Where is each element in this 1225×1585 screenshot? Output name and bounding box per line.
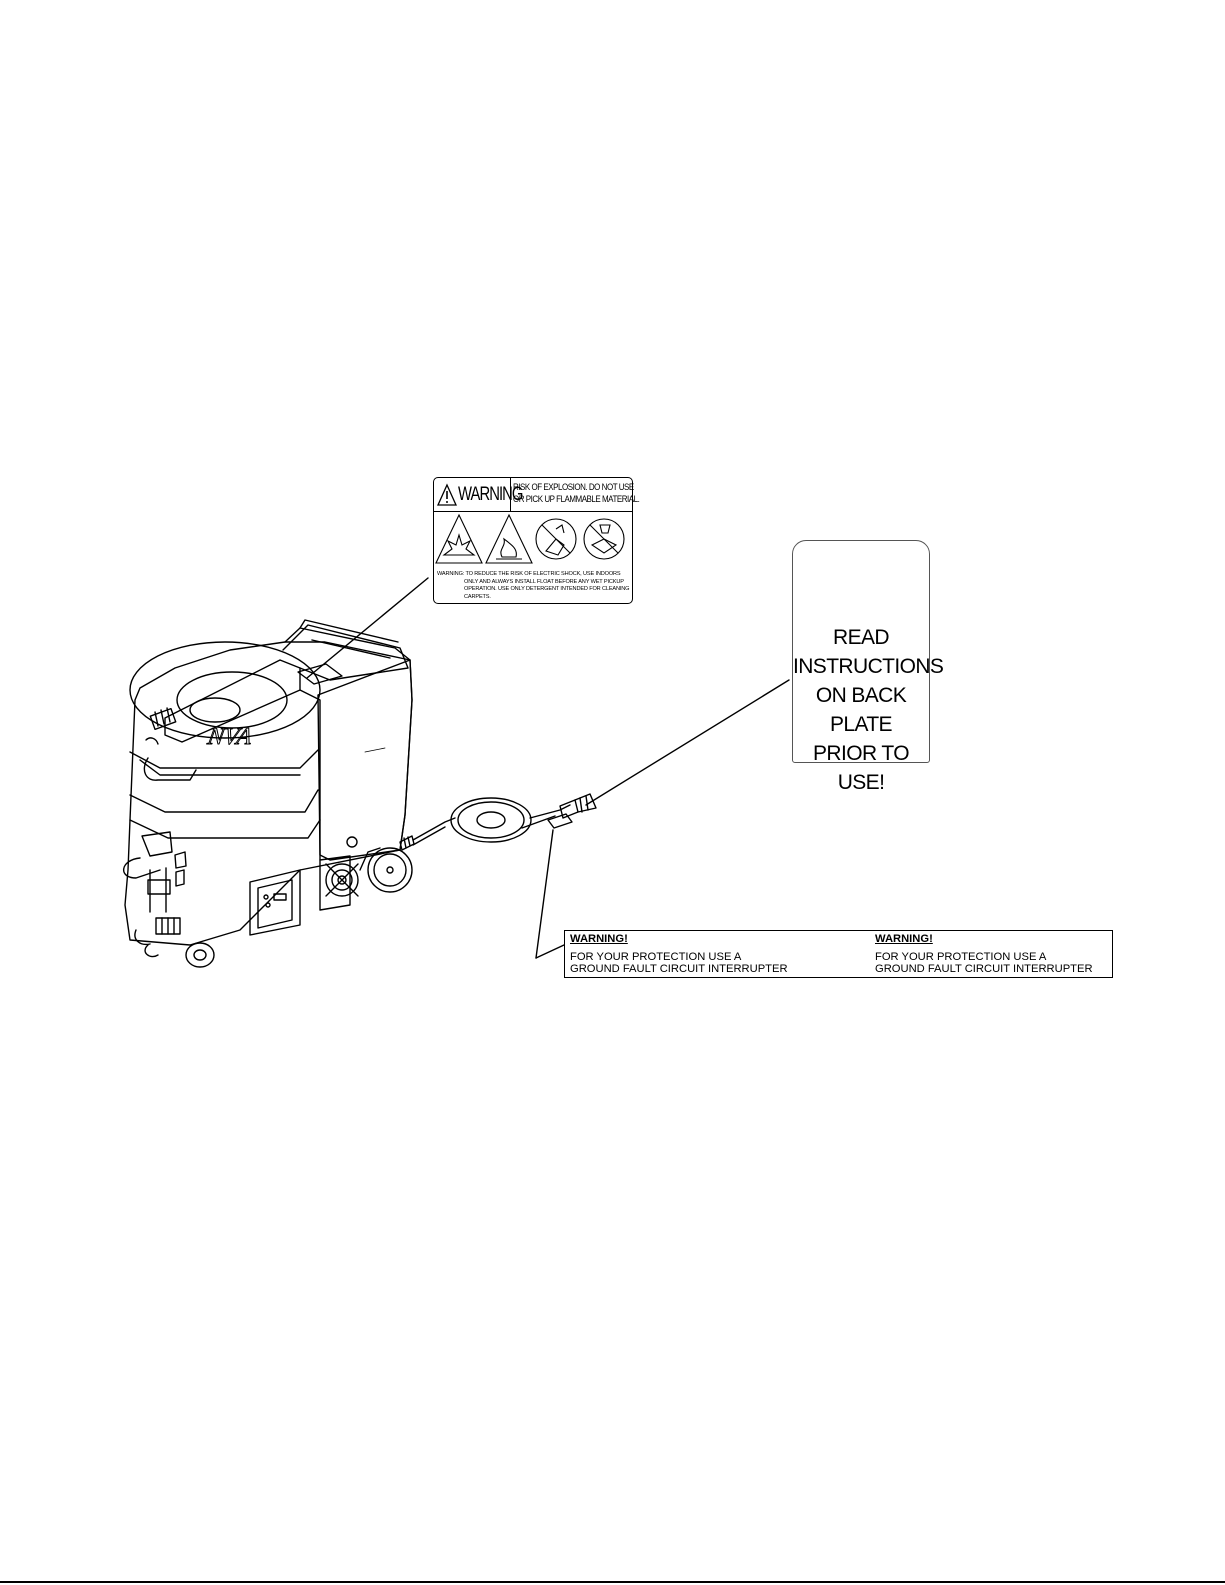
decal-shock-line-4: CARPETS. [464,593,491,600]
decal-shock-line-2: ONLY AND ALWAYS INSTALL FLOAT BEFORE ANY… [464,578,624,585]
decal-risk-line-1: RISK OF EXPLOSION. DO NOT USE [513,482,634,492]
top-decal-area [297,663,343,685]
front-caster [185,942,215,968]
decal-warning-cell: WARNING [434,478,523,511]
tank-band-2 [129,789,319,813]
tank-band-3 [129,819,321,839]
gfci-warning-left: WARNING! FOR YOUR PROTECTION USE A GROUN… [570,933,788,975]
page-bottom-rule [0,1581,1225,1583]
tank-dome [129,641,321,739]
tag-line-2: INSTRUCTIONS [793,655,944,678]
decal-shock-warning: WARNING: TO REDUCE THE RISK OF ELECTRIC … [437,571,633,601]
leader-strip-b [535,944,565,959]
brand-logo: NVA [205,723,254,750]
explosion-warning-decal: WARNING RISK OF EXPLOSION. DO NOT USE OR… [433,477,640,604]
decal-risk-line-2: OR PICK UP FLAMMABLE MATERIAL. [513,494,640,504]
no-flammable-liquid-icon [535,518,577,560]
tank-band-1 [129,749,319,769]
decal-shock-line-1: TO REDUCE THE RISK OF ELECTRIC SHOCK, US… [465,571,621,577]
decal-shock-lead: WARNING: [437,571,465,577]
top-handle-frame [282,624,409,681]
alert-triangle-icon [436,483,458,506]
decal-header: WARNING RISK OF EXPLOSION. DO NOT USE OR… [434,478,640,512]
valve-label [147,879,171,895]
gfci-left-title: WARNING! [570,933,628,945]
vent-small [346,836,358,848]
front-valve [141,831,173,857]
decal-shock-line-3: OPERATION. USE ONLY DETERGENT INTENDED F… [464,586,630,593]
leader-strip-a [535,829,554,959]
rear-wheel [367,847,413,893]
decal-pictograms [435,513,625,564]
tag-line-1: READ [833,626,890,649]
decal-warning-word: WARNING [458,484,523,505]
no-pickup-icon [583,518,625,560]
gfci-right-line-2: GROUND FAULT CIRCUIT INTERRUPTER [875,963,1093,975]
decal-risk-text: RISK OF EXPLOSION. DO NOT USE OR PICK UP… [513,481,640,505]
leader-tag [585,679,790,806]
explosion-triangle-icon [435,513,483,564]
gfci-right-title: WARNING! [875,933,933,945]
tag-line-4: PRIOR TO USE! [813,742,910,794]
side-handle [143,757,197,781]
fire-triangle-icon [485,513,533,564]
cord-coil [450,797,532,843]
leader-top-decal [306,577,429,679]
top-hose-fitting [149,707,177,731]
gfci-left-line-1: FOR YOUR PROTECTION USE A [570,951,742,963]
tank-inner-ring [176,671,288,729]
cabinet [317,659,413,861]
control-plate [249,869,301,936]
lid-knob [189,697,241,723]
power-cord [412,817,456,841]
gfci-left-line-2: GROUND FAULT CIRCUIT INTERRUPTER [570,963,788,975]
fan-grille [325,863,359,897]
machine-body [124,641,413,946]
gfci-right-line-1: FOR YOUR PROTECTION USE A [875,951,1047,963]
read-instructions-tag: READ INSTRUCTIONS ON BACK PLATE PRIOR TO… [792,540,944,794]
gfci-warning-right: WARNING! FOR YOUR PROTECTION USE A GROUN… [875,933,1093,975]
tag-text: READ INSTRUCTIONS ON BACK PLATE PRIOR TO… [793,623,944,797]
tag-line-3: ON BACK PLATE [815,684,907,736]
gfci-warning-strip: WARNING! FOR YOUR PROTECTION USE A GROUN… [564,930,1113,978]
